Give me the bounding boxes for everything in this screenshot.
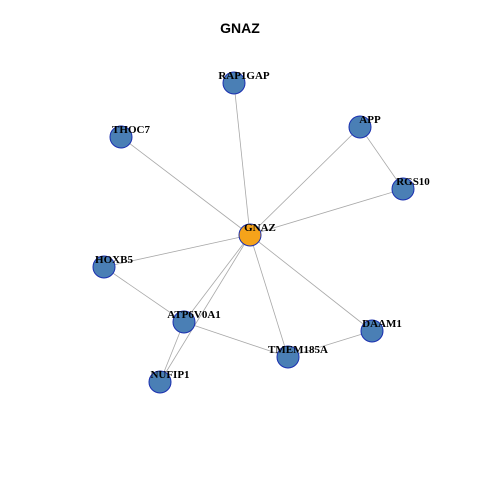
node-label-atp6v0a1: ATP6V0A1 (167, 309, 221, 321)
edge-gnaz-rap1gap (233, 82, 251, 236)
edge-gnaz-daam1 (249, 234, 373, 332)
node-tmem185a[interactable] (276, 345, 300, 369)
node-nufip1[interactable] (148, 370, 172, 394)
node-rap1gap[interactable] (222, 71, 246, 95)
node-atp6v0a1[interactable] (172, 310, 196, 334)
node-hoxb5[interactable] (92, 255, 116, 279)
edge-tmem185a-daam1 (287, 330, 373, 358)
node-thoc7[interactable] (109, 125, 133, 149)
node-label-tmem185a: TMEM185A (268, 344, 328, 356)
node-app[interactable] (348, 115, 372, 139)
edge-gnaz-rgs10 (249, 188, 404, 236)
edge-gnaz-nufip1 (159, 234, 251, 383)
chart-title: GNAZ (220, 20, 260, 36)
edge-atp6v0a1-tmem185a (183, 321, 289, 358)
edge-gnaz-atp6v0a1 (183, 234, 251, 323)
nodes-layer (92, 71, 415, 394)
edge-gnaz-tmem185a (249, 234, 289, 358)
edge-hoxb5-atp6v0a1 (103, 266, 185, 323)
node-label-rgs10: RGS10 (396, 176, 430, 188)
node-label-hoxb5: HOXB5 (95, 254, 133, 266)
node-label-thoc7: THOC7 (112, 124, 150, 136)
node-label-app: APP (359, 114, 381, 126)
edge-gnaz-hoxb5 (103, 234, 251, 268)
node-label-rap1gap: RAP1GAP (218, 70, 270, 82)
node-label-daam1: DAAM1 (362, 318, 402, 330)
edge-gnaz-thoc7 (120, 136, 251, 236)
node-label-nufip1: NUFIP1 (150, 369, 189, 381)
node-label-gnaz: GNAZ (244, 222, 276, 234)
edge-app-rgs10 (359, 126, 404, 190)
edge-gnaz-app (249, 126, 361, 236)
node-daam1[interactable] (360, 319, 384, 343)
node-rgs10[interactable] (391, 177, 415, 201)
labels-layer: GNAZ RAP1GAP THOC7 APP RGS10HOXB5ATP6V0A1DAA… (95, 70, 430, 381)
node-gnaz[interactable] (238, 223, 262, 247)
